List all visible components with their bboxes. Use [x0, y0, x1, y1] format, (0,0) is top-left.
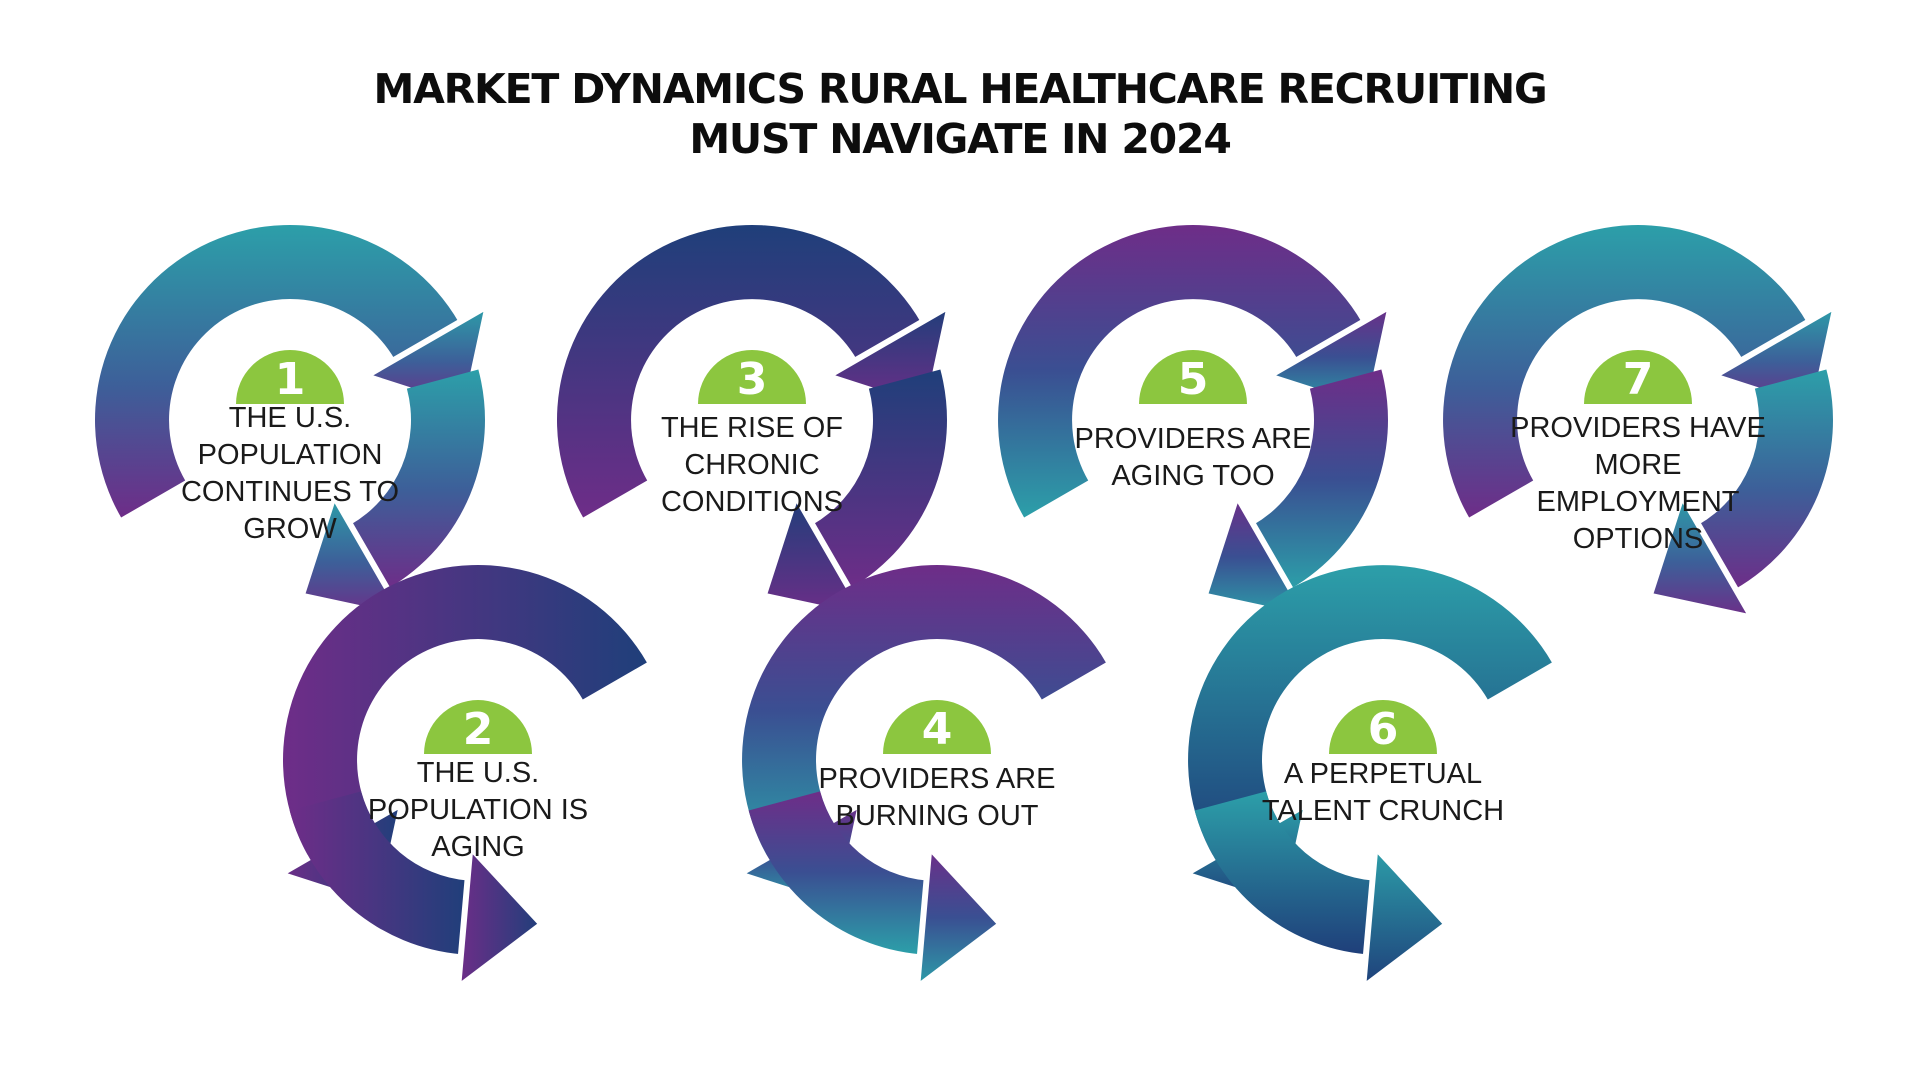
arrow-step-7-tail [1698, 369, 1833, 589]
step-3-number: 3 [737, 354, 768, 405]
arrow-step-5-tail-head [1200, 488, 1314, 623]
arrow-step-4-tail [748, 791, 927, 955]
step-3-badge: 3 [698, 350, 806, 405]
step-6-number: 6 [1368, 704, 1399, 755]
arrow-step-1-tail-head [297, 488, 411, 623]
step-4-number: 4 [922, 704, 953, 755]
arrow-step-4 [742, 565, 1106, 858]
arrow-step-3-tail-head [759, 488, 873, 623]
arrow-step-4-tail-head [913, 840, 1006, 994]
arrow-step-6-tail [1194, 791, 1373, 955]
arrow-step-5 [998, 225, 1362, 518]
step-5-label: PROVIDERS ARE AGING TOO [1074, 423, 1312, 492]
step-7-label: PROVIDERS HAVE MORE EMPLOYMENT OPTIONS [1510, 412, 1766, 555]
step-6-label: A PERPETUAL TALENT CRUNCH [1261, 758, 1505, 827]
step-1-number: 1 [275, 354, 306, 405]
step-7-number: 7 [1623, 354, 1654, 405]
arrow-step-1-tail [350, 369, 485, 589]
arrow-step-2-tail [289, 791, 468, 955]
title-line-1: MARKET DYNAMICS RURAL HEALTHCARE RECRUIT… [373, 65, 1548, 113]
step-1-badge: 1 [236, 350, 344, 405]
arrow-step-6-tail-head [1359, 840, 1452, 994]
step-2-number: 2 [463, 704, 494, 755]
arrow-step-1 [95, 225, 459, 518]
page-title: MARKET DYNAMICS RURAL HEALTHCARE RECRUIT… [260, 64, 1660, 164]
step-2-label: THE U.S. POPULATION IS AGING [367, 757, 589, 863]
arrow-step-7-tail-head [1645, 488, 1759, 623]
arrow-step-6 [1188, 565, 1552, 858]
step-4-badge: 4 [883, 700, 991, 755]
title-line-2: MUST NAVIGATE IN 2024 [689, 115, 1232, 163]
step-5-number: 5 [1178, 354, 1209, 405]
arrow-step-7 [1443, 225, 1807, 518]
step-4-label: PROVIDERS ARE BURNING OUT [818, 763, 1056, 832]
step-6-badge: 6 [1329, 700, 1437, 755]
arrow-step-2 [283, 565, 647, 858]
arrow-step-2-tail-head [454, 840, 547, 994]
arrow-step-5-tail [1253, 369, 1388, 589]
step-1-label: THE U.S. POPULATION CONTINUES TO GROW [180, 402, 400, 545]
step-3-label: THE RISE OF CHRONIC CONDITIONS [660, 412, 844, 518]
step-7-badge: 7 [1584, 350, 1692, 405]
step-5-badge: 5 [1139, 350, 1247, 405]
step-2-badge: 2 [424, 700, 532, 755]
arrow-step-3-tail [812, 369, 948, 589]
arrow-step-3 [557, 225, 921, 518]
